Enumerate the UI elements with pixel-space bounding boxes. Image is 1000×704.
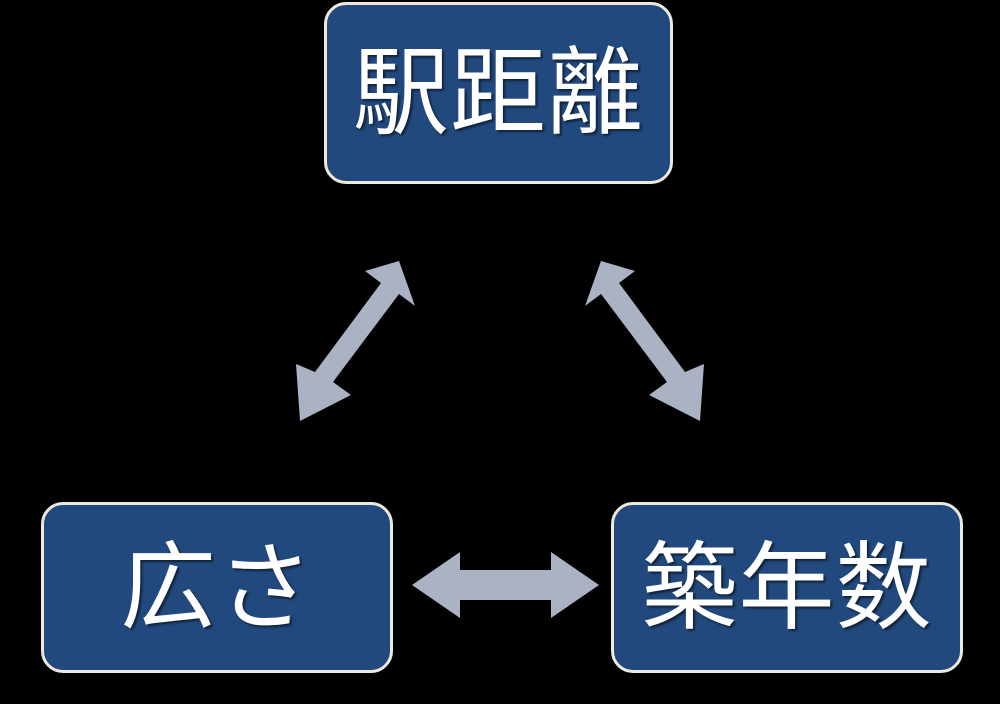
- arrow-station-distance-to-building-age: [585, 261, 704, 421]
- arrow-size-to-building-age: [412, 552, 599, 618]
- node-size-label: 広さ: [120, 531, 314, 644]
- node-building-age-label: 築年数: [641, 531, 933, 644]
- node-station-distance[interactable]: 駅距離: [324, 2, 673, 184]
- node-station-distance-label: 駅距離: [353, 37, 644, 149]
- node-size[interactable]: 広さ: [41, 502, 393, 673]
- node-building-age[interactable]: 築年数: [611, 502, 963, 673]
- arrow-size-to-station-distance: [296, 261, 415, 421]
